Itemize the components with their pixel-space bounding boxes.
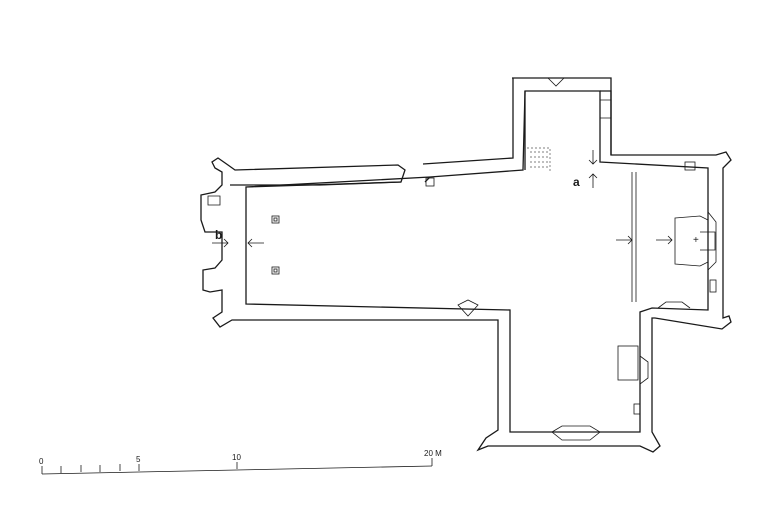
window-east-transept [639,355,649,385]
altar-cross: + [693,235,699,246]
chancel-buttress-niche [709,279,717,293]
transept-niche [617,345,639,381]
scale-tick-20m: 20 M [424,449,442,458]
transept-buttress-niche [633,403,641,415]
scale-tick-0: 0 [39,457,44,466]
pillar-south-inner [273,268,278,273]
outer-wall [200,77,732,453]
north-door-jamb [425,177,435,187]
altar [674,215,709,267]
stair [527,147,551,172]
interior-arrows [616,235,673,245]
window-south-nave [457,299,479,317]
window-chancel-south [657,301,691,309]
section-label-a: a [573,175,580,189]
west-niche [207,195,221,206]
scale-bar: 0 5 10 20 M [39,449,442,475]
window-south-transept [551,425,601,441]
scale-tick-10: 10 [232,453,241,462]
section-arrow-b [212,238,264,248]
pillar-north-inner [273,217,278,222]
section-label-b: b [215,228,222,242]
inner-wall [245,90,709,433]
window-east-chancel [707,211,717,271]
pillar-north [271,215,280,224]
pillar-south [271,266,280,275]
scale-tick-5: 5 [136,455,141,464]
tower-window [547,77,612,119]
section-arrow-a [588,150,598,188]
chancel-niche [684,161,696,171]
chancel-rail [631,172,637,302]
tower-wall [524,90,612,170]
north-wall-east [422,78,514,183]
altar-step [700,231,716,251]
